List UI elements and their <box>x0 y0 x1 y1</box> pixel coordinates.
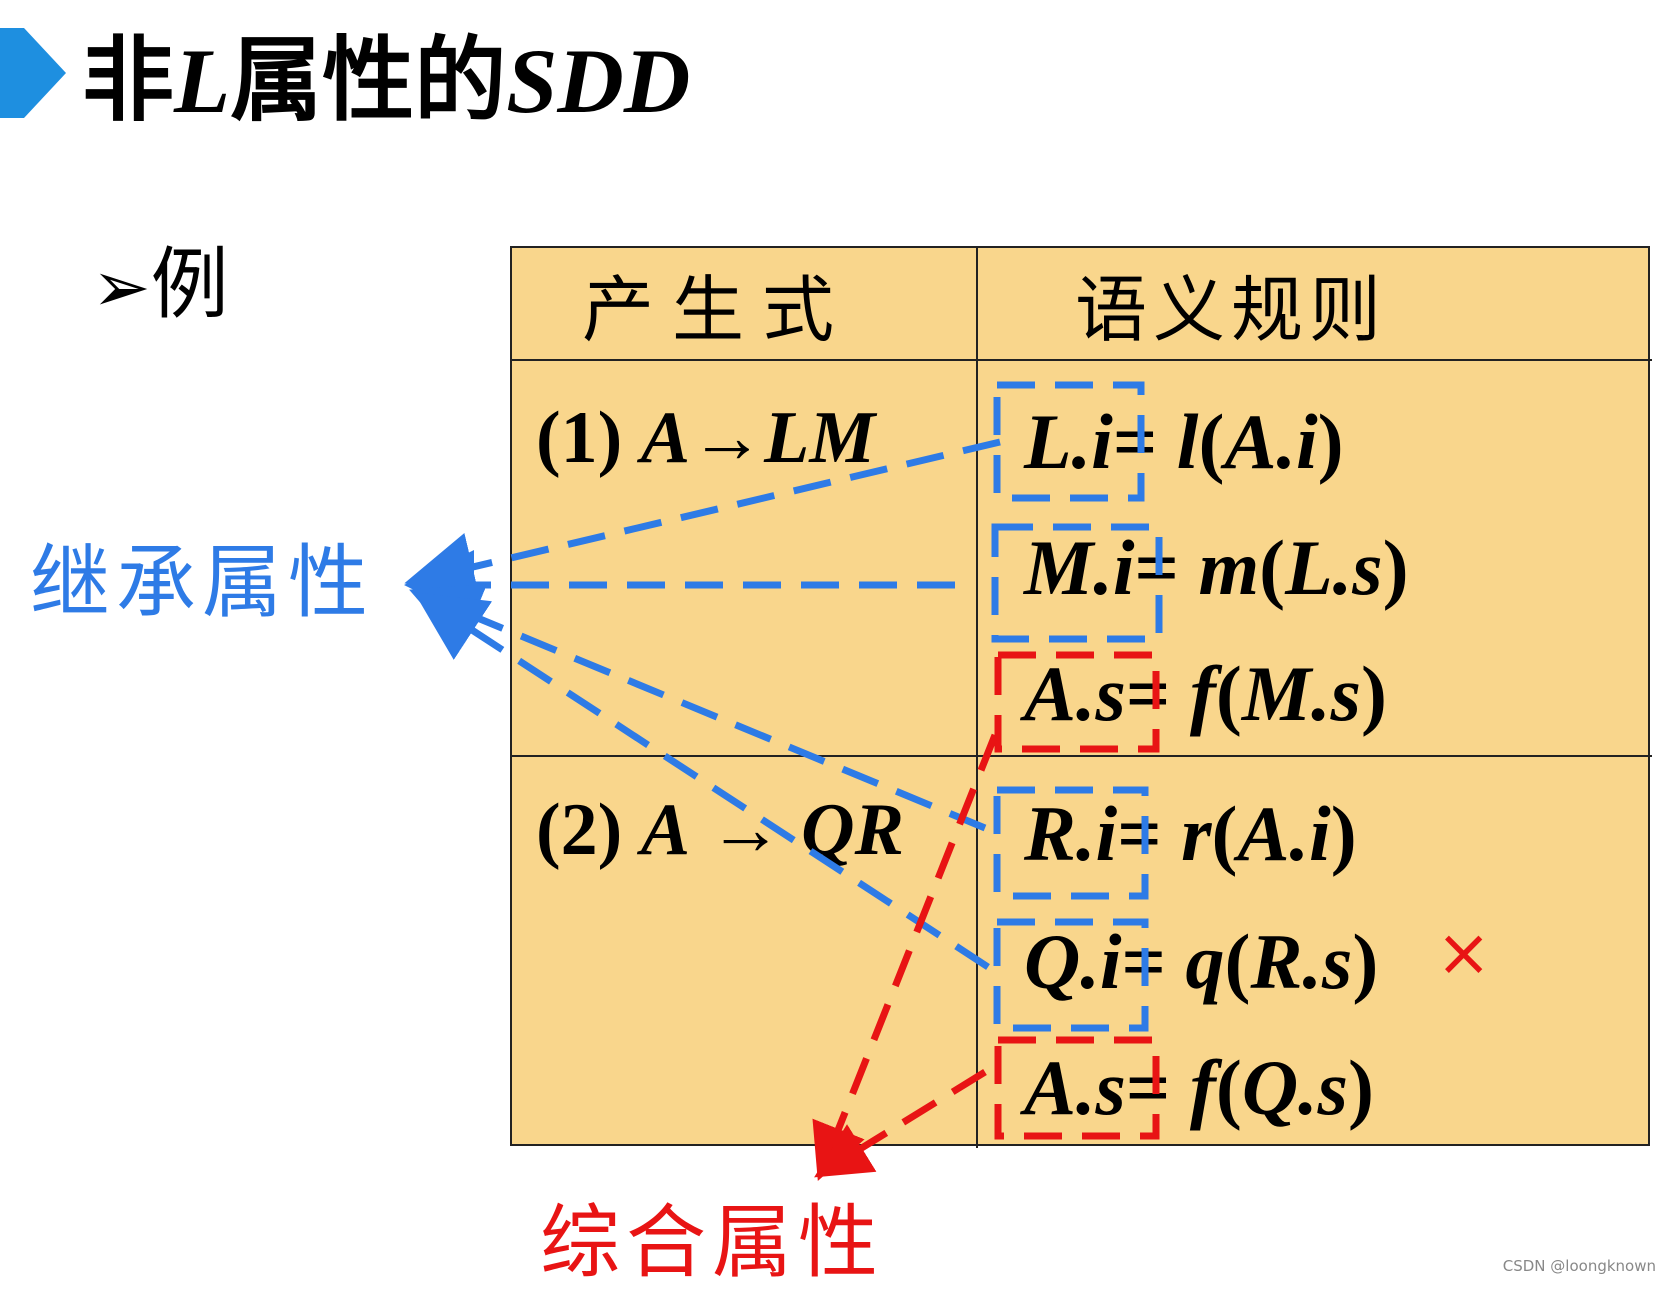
rule-argument: A.i <box>1224 398 1318 485</box>
synthesized-brackets <box>994 651 1160 1140</box>
rule-function: f <box>1189 650 1216 737</box>
example-heading: ➢例 <box>92 240 229 332</box>
rule-equals: = <box>1125 1044 1171 1131</box>
rule-target: A.s <box>1024 1044 1126 1131</box>
title-marker-arrow <box>0 28 66 118</box>
rule-paren: ( <box>1224 918 1251 1005</box>
rule-target: R.i <box>1024 790 1118 877</box>
rule-paren: ( <box>1215 1044 1242 1131</box>
rule-6: A.s= f(Q.s) <box>1024 1046 1374 1130</box>
rule-equals: = <box>1112 398 1158 485</box>
rule-paren: ( <box>1211 790 1238 877</box>
title-italic-l: L <box>174 30 231 132</box>
bracket-qi <box>993 918 1149 1032</box>
rule-paren: ( <box>1259 524 1286 611</box>
inherited-brackets <box>991 381 1163 1032</box>
rule-paren: ) <box>1348 1044 1374 1131</box>
production-arrow: → <box>708 789 783 871</box>
rule-3: A.s= f(M.s) <box>1024 652 1387 736</box>
production-number: (1) <box>536 397 623 479</box>
rule-target: A.s <box>1024 650 1126 737</box>
bullet-arrow-icon: ➢ <box>92 246 151 328</box>
rule-4: R.i= r(A.i) <box>1024 792 1357 876</box>
production-lhs: A <box>640 789 691 871</box>
rule-argument: R.s <box>1250 918 1353 1005</box>
title-sdd: SDD <box>506 30 691 132</box>
table-grid <box>512 248 1652 1148</box>
rule-argument: L.s <box>1285 524 1383 611</box>
example-label: 例 <box>150 240 229 330</box>
rule-target: M.i <box>1024 524 1135 611</box>
rule-1: L.i= l(A.i) <box>1024 400 1344 484</box>
rule-equals: = <box>1117 790 1162 877</box>
rule-paren: ) <box>1382 524 1409 611</box>
rule-function: f <box>1189 1044 1216 1131</box>
bracket-as-2 <box>994 1036 1160 1140</box>
bracket-as-1 <box>994 651 1160 753</box>
rule-argument: Q.s <box>1241 1044 1348 1131</box>
production-rhs: LM <box>764 397 876 479</box>
page-title: 非L属性的SDD <box>82 26 690 136</box>
rule-paren: ( <box>1215 650 1242 737</box>
header-semantic-rules: 语义规则 <box>1075 268 1388 352</box>
rule-2: M.i= m(L.s) <box>1024 526 1409 610</box>
inherited-attribute-label: 继承属性 <box>30 536 374 629</box>
rule-paren: ) <box>1361 650 1388 737</box>
bracket-ri <box>993 786 1149 900</box>
rule-paren: ( <box>1198 398 1225 485</box>
production-lhs: A <box>640 397 691 479</box>
rule-argument: M.s <box>1241 650 1362 737</box>
title-prefix: 非 <box>82 27 175 134</box>
rule-paren: ) <box>1317 398 1344 485</box>
production-arrow: → <box>690 397 765 479</box>
bracket-mi <box>991 523 1163 643</box>
rule-paren: ) <box>1352 918 1379 1005</box>
rule-target: Q.i <box>1024 918 1122 1005</box>
watermark: CSDN @loongknown <box>1502 1257 1656 1275</box>
sdd-table: 产生式 语义规则 (1) A→LM (2) A → QR L.i= l(A.i)… <box>510 246 1652 1148</box>
invalid-cross-icon: × <box>1436 914 1492 991</box>
header-productions: 产生式 <box>582 268 853 352</box>
rule-function: l <box>1176 398 1199 485</box>
synthesized-arrows <box>812 733 999 1182</box>
rule-target: L.i <box>1024 398 1113 485</box>
production-number: (2) <box>536 789 623 871</box>
rule-function: q <box>1185 918 1225 1005</box>
rule-function: m <box>1198 524 1260 611</box>
title-middle: 属性的 <box>230 27 507 134</box>
rule-argument: A.i <box>1237 790 1331 877</box>
rule-function: r <box>1181 790 1212 877</box>
bracket-li <box>993 381 1145 502</box>
synthesized-attribute-label: 综合属性 <box>540 1196 884 1289</box>
inherited-arrows <box>404 438 1001 970</box>
production-1: (1) A→LM <box>536 398 875 478</box>
rule-equals: = <box>1125 650 1171 737</box>
production-2: (2) A → QR <box>536 790 904 870</box>
rule-paren: ) <box>1330 790 1357 877</box>
